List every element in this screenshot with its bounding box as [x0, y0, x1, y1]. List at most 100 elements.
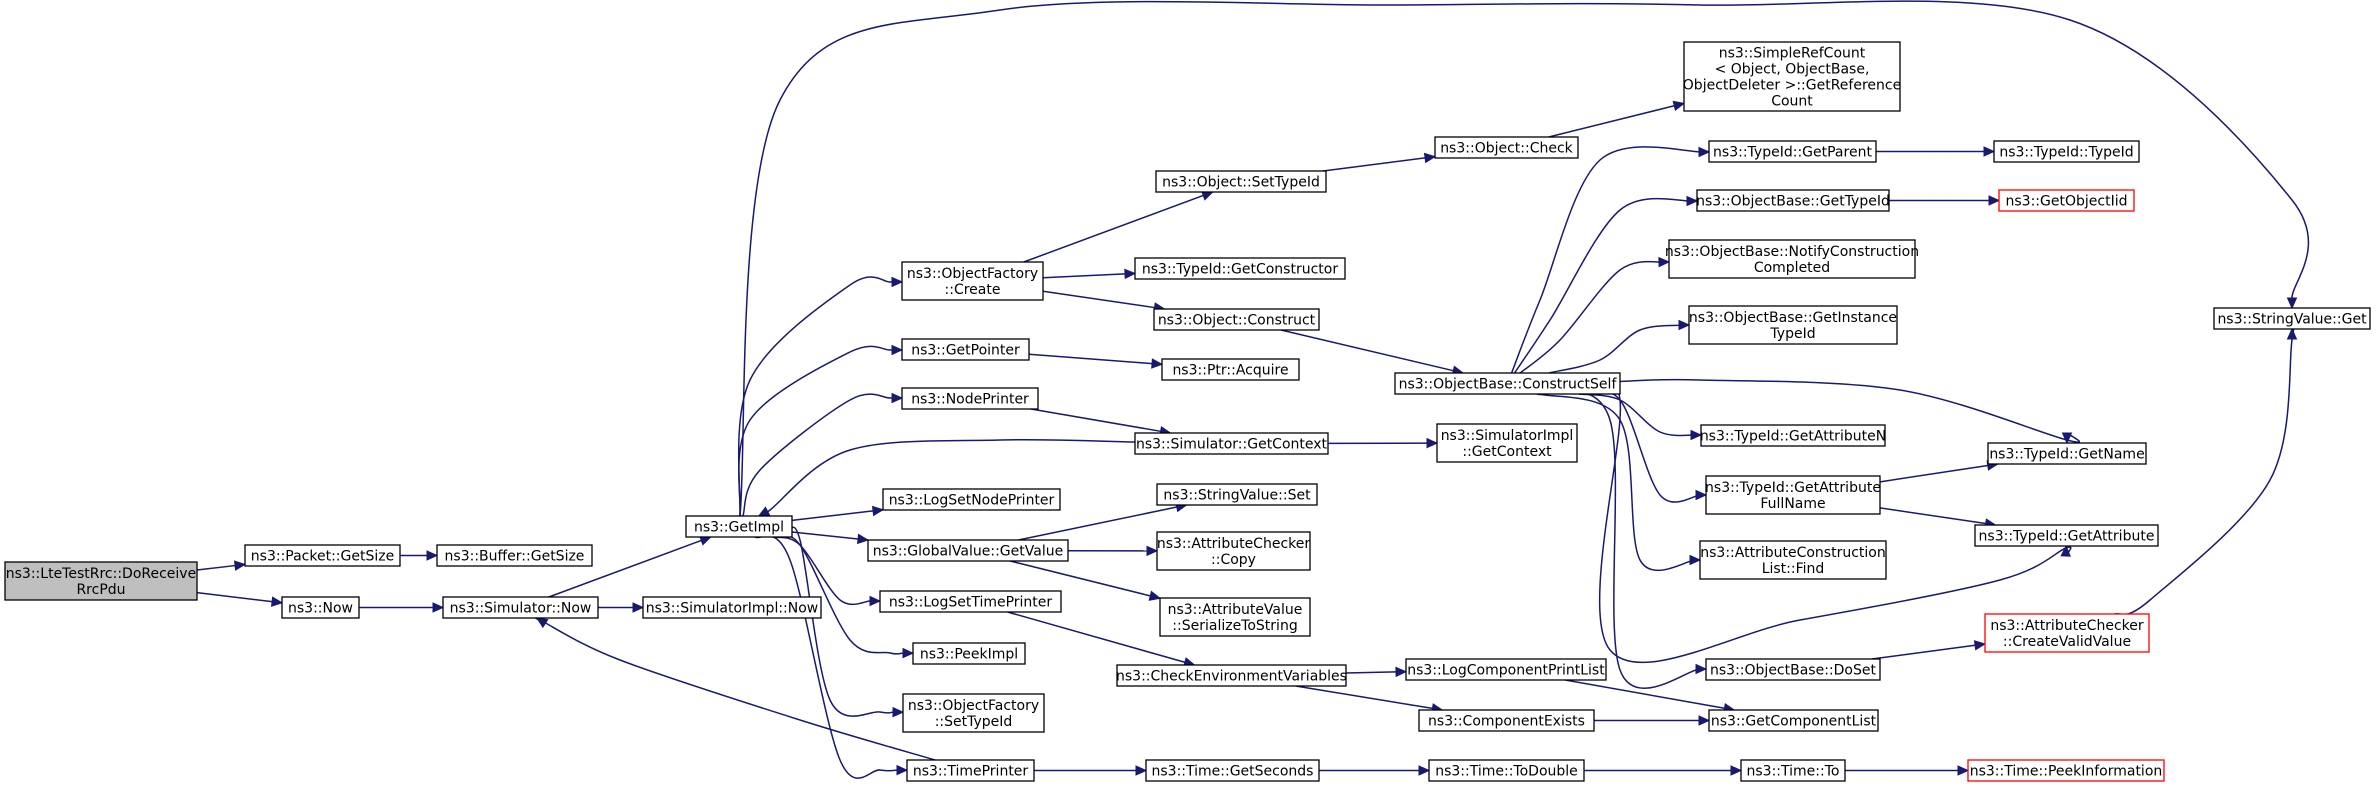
node-label: List::Find — [1762, 561, 1825, 577]
node-of-settypeid[interactable]: ns3::ObjectFactory::SetTypeId — [902, 693, 1045, 733]
node-label: ObjectDeleter >::GetReference — [1683, 78, 1901, 94]
node-label: ns3::Time::GetSeconds — [1152, 764, 1314, 780]
node-timeprinter[interactable]: ns3::TimePrinter — [906, 759, 1035, 782]
node-buffer-getsize[interactable]: ns3::Buffer::GetSize — [436, 544, 593, 567]
node-getobjectiid[interactable]: ns3::GetObjectIid — [1998, 189, 2135, 212]
node-getpointer[interactable]: ns3::GetPointer — [901, 338, 1030, 361]
node-objbase-gettypeid[interactable]: ns3::ObjectBase::GetTypeId — [1696, 189, 1890, 212]
node-time-todouble[interactable]: ns3::Time::ToDouble — [1428, 759, 1585, 782]
edge-getimpl-to-of_create — [737, 276, 904, 517]
node-simplerefcount[interactable]: ns3::SimpleRefCount< Object, ObjectBase,… — [1683, 41, 1901, 112]
node-now[interactable]: ns3::Now — [281, 596, 360, 619]
edge-gv_getvalue-to-ac_copy — [1067, 545, 1159, 557]
node-label: ns3::Object::SetTypeId — [1162, 175, 1320, 191]
node-time-peekinformation[interactable]: ns3::Time::PeekInformation — [1967, 759, 2165, 782]
node-label: ns3::ObjectBase::GetInstance — [1689, 310, 1897, 326]
node-label: ns3::Object::Check — [1440, 141, 1573, 157]
node-label: ns3::SimpleRefCount — [1719, 46, 1866, 62]
node-gv-getvalue[interactable]: ns3::GlobalValue::GetValue — [867, 539, 1069, 562]
node-box — [1705, 658, 1881, 681]
node-time-to[interactable]: ns3::Time::To — [1740, 759, 1846, 782]
edge-gv_getvalue-to-av_serialize — [1009, 560, 1162, 601]
edge-obj_construct-to-objbase_constructself — [1280, 329, 1465, 376]
node-label: ns3::LogComponentPrintList — [1407, 663, 1605, 679]
edge-time_todouble-to-time_to — [1584, 765, 1743, 776]
node-box — [1683, 41, 1901, 112]
node-typeid-getconstructor[interactable]: ns3::TypeId::GetConstructor — [1134, 257, 1346, 280]
node-nodeprinter[interactable]: ns3::NodePrinter — [901, 387, 1039, 410]
node-label: ns3::Simulator::Now — [450, 601, 592, 617]
node-label: ns3::Time::PeekInformation — [1970, 764, 2163, 780]
node-simimpl-now[interactable]: ns3::SimulatorImpl::Now — [642, 596, 822, 619]
node-av-serialize[interactable]: ns3::AttributeValue::SerializeToString — [1159, 597, 1311, 637]
edge-time_to-to-time_peekinformation — [1845, 765, 1970, 776]
node-logsetnodeprinter[interactable]: ns3::LogSetNodePrinter — [882, 488, 1061, 511]
node-box — [1161, 358, 1300, 381]
node-label: ns3::TypeId::GetAttributeN — [1700, 429, 1886, 445]
edge-packet_getsize-to-buffer_getsize — [400, 550, 439, 561]
node-ac-createvalidvalue[interactable]: ns3::AttributeChecker::CreateValidValue — [1984, 613, 2150, 653]
edge-layer — [196, 0, 2310, 779]
node-typeid-getparent[interactable]: ns3::TypeId::GetParent — [1708, 140, 1877, 163]
node-label: ns3::GetComponentList — [1711, 714, 1877, 730]
node-componentexists[interactable]: ns3::ComponentExists — [1418, 709, 1595, 732]
node-objbase-doset[interactable]: ns3::ObjectBase::DoSet — [1705, 658, 1881, 681]
node-box — [906, 759, 1035, 782]
node-peekimpl[interactable]: ns3::PeekImpl — [912, 642, 1026, 665]
node-ac-copy[interactable]: ns3::AttributeChecker::Copy — [1156, 531, 1311, 571]
node-objbase-constructself[interactable]: ns3::ObjectBase::ConstructSelf — [1394, 372, 1621, 395]
node-label: TypeId — [1769, 326, 1815, 342]
node-box — [1156, 483, 1318, 506]
edge-logcomponentprintlist-to-getcomponentlist — [1565, 679, 1736, 714]
edge-getimpl-to-logsettimeprinter — [773, 536, 882, 607]
node-logcomponentprintlist[interactable]: ns3::LogComponentPrintList — [1405, 658, 1607, 681]
node-sim-now[interactable]: ns3::Simulator::Now — [442, 596, 599, 619]
node-obj-check[interactable]: ns3::Object::Check — [1434, 136, 1579, 159]
node-packet-getsize[interactable]: ns3::Packet::GetSize — [244, 544, 401, 567]
node-typeid-getattributen[interactable]: ns3::TypeId::GetAttributeN — [1700, 424, 1886, 447]
node-logsettimeprinter[interactable]: ns3::LogSetTimePrinter — [879, 590, 1062, 613]
node-box — [1696, 189, 1890, 212]
node-typeid-getname[interactable]: ns3::TypeId::GetName — [1987, 442, 2147, 465]
node-simimpl-getcontext[interactable]: ns3::SimulatorImpl::GetContext — [1436, 423, 1578, 463]
node-label: ns3::ObjectBase::DoSet — [1710, 663, 1876, 679]
node-box — [436, 544, 593, 567]
node-box — [1418, 709, 1595, 732]
node-sv-set[interactable]: ns3::StringValue::Set — [1156, 483, 1318, 506]
node-label: ns3::ObjectBase::NotifyConstruction — [1665, 244, 1919, 260]
node-of-create[interactable]: ns3::ObjectFactory::Create — [901, 261, 1044, 301]
node-label: ns3::Now — [288, 601, 353, 617]
node-box — [882, 488, 1061, 511]
node-stringvalue-get[interactable]: ns3::StringValue::Get — [2213, 307, 2371, 330]
node-getimpl[interactable]: ns3::GetImpl — [685, 515, 793, 538]
node-label: ns3::TypeId::GetParent — [1713, 145, 1872, 161]
edge-getimpl-to-stringvalue_get — [739, 0, 2310, 517]
node-box — [879, 590, 1062, 613]
node-typeid-typeid[interactable]: ns3::TypeId::TypeId — [1993, 140, 2140, 163]
node-checkenv[interactable]: ns3::CheckEnvironmentVariables — [1116, 664, 1347, 687]
edge-of_create-to-obj_settypeid — [1023, 190, 1214, 263]
node-box — [281, 596, 360, 619]
node-time-getseconds[interactable]: ns3::Time::GetSeconds — [1145, 759, 1320, 782]
node-objbase-notify[interactable]: ns3::ObjectBase::NotifyConstructionCompl… — [1665, 239, 1919, 279]
node-label: < Object, ObjectBase, — [1715, 62, 1870, 78]
edge-getimpl-to-of_settypeid — [785, 526, 905, 718]
node-label: ns3::TimePrinter — [913, 764, 1029, 780]
node-label: ns3::Object::Construct — [1158, 313, 1316, 329]
node-label: ns3::GetPointer — [911, 343, 1020, 359]
edge-timeprinter-to-time_getseconds — [1034, 765, 1148, 776]
node-ptr-acquire[interactable]: ns3::Ptr::Acquire — [1161, 358, 1300, 381]
node-obj-settypeid[interactable]: ns3::Object::SetTypeId — [1155, 170, 1327, 193]
node-sim-getcontext[interactable]: ns3::Simulator::GetContext — [1134, 432, 1329, 455]
edge-now-to-sim_now — [359, 602, 445, 613]
node-getcomponentlist[interactable]: ns3::GetComponentList — [1708, 709, 1879, 732]
edge-objbase_constructself-to-objbase_gettypeid — [1513, 195, 1699, 374]
node-typeid-getattribute[interactable]: ns3::TypeId::GetAttribute — [1974, 524, 2159, 547]
node-box — [1708, 709, 1879, 732]
node-obj-construct[interactable]: ns3::Object::Construct — [1153, 308, 1320, 331]
node-label: ns3::Simulator::GetContext — [1136, 437, 1328, 453]
